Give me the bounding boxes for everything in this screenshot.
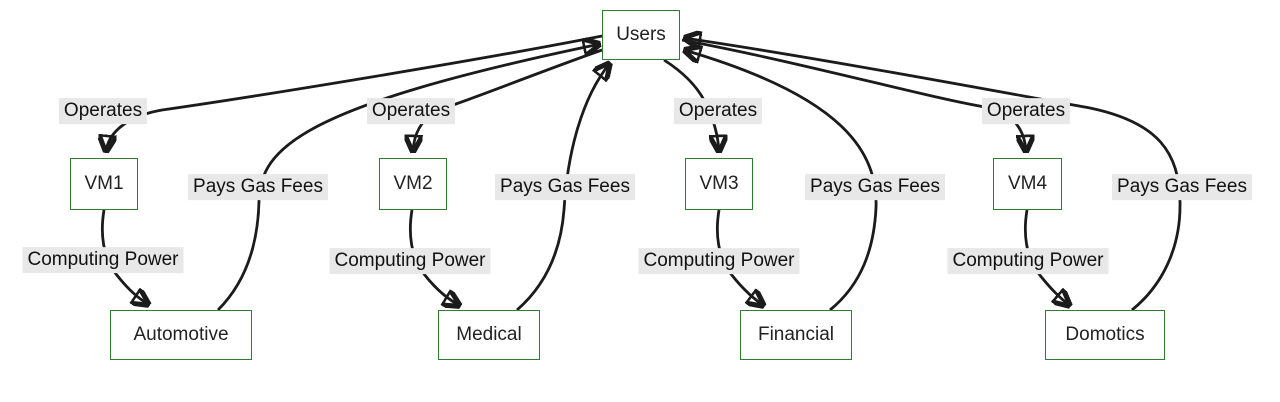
node-domotics-label: Domotics bbox=[1065, 324, 1145, 345]
node-vm4-label: VM4 bbox=[1007, 173, 1048, 194]
edge-label-operates-vm4: Operates bbox=[981, 98, 1071, 124]
edge-label-operates-vm1: Operates bbox=[58, 98, 148, 124]
node-automotive: Automotive bbox=[110, 310, 252, 360]
edge-vm4-domotics bbox=[1024, 209, 1070, 306]
edge-label-operates-vm2: Operates bbox=[366, 98, 456, 124]
node-financial-label: Financial bbox=[757, 324, 835, 345]
node-vm1-label: VM1 bbox=[84, 173, 124, 194]
node-financial: Financial bbox=[740, 310, 852, 360]
node-vm2-label: VM2 bbox=[393, 173, 433, 194]
node-users: Users bbox=[602, 10, 680, 60]
edge-label-pays-gas-fees-medical: Pays Gas Fees bbox=[495, 174, 635, 200]
node-users-label: Users bbox=[616, 24, 666, 45]
node-vm3-label: VM3 bbox=[699, 173, 739, 194]
edge-medical-users bbox=[516, 63, 610, 312]
node-vm2: VM2 bbox=[379, 158, 447, 210]
node-medical-label: Medical bbox=[456, 324, 522, 345]
node-domotics: Domotics bbox=[1045, 310, 1165, 360]
edge-users-vm1 bbox=[106, 34, 603, 152]
edge-vm3-financial bbox=[716, 209, 764, 306]
node-medical: Medical bbox=[438, 310, 540, 360]
node-vm1: VM1 bbox=[70, 158, 138, 210]
edge-vm1-automotive bbox=[101, 209, 149, 305]
edge-label-operates-vm3: Operates bbox=[673, 98, 763, 124]
edge-vm2-medical bbox=[409, 209, 460, 306]
edge-label-computing-power-vm2: Computing Power bbox=[329, 248, 491, 274]
edge-domotics-users bbox=[684, 38, 1182, 312]
edge-label-computing-power-vm3: Computing Power bbox=[638, 248, 800, 274]
edge-users-vm2 bbox=[413, 48, 603, 152]
edge-users-vm4 bbox=[681, 38, 1026, 152]
edge-label-computing-power-vm1: Computing Power bbox=[22, 247, 184, 273]
node-vm4: VM4 bbox=[993, 158, 1062, 210]
node-vm3: VM3 bbox=[685, 158, 753, 210]
edge-label-computing-power-vm4: Computing Power bbox=[947, 248, 1109, 274]
edge-label-pays-gas-fees-domotics: Pays Gas Fees bbox=[1112, 174, 1252, 200]
node-automotive-label: Automotive bbox=[133, 324, 229, 345]
edge-label-pays-gas-fees-financial: Pays Gas Fees bbox=[805, 174, 945, 200]
edge-label-pays-gas-fees-automotive: Pays Gas Fees bbox=[188, 174, 328, 200]
